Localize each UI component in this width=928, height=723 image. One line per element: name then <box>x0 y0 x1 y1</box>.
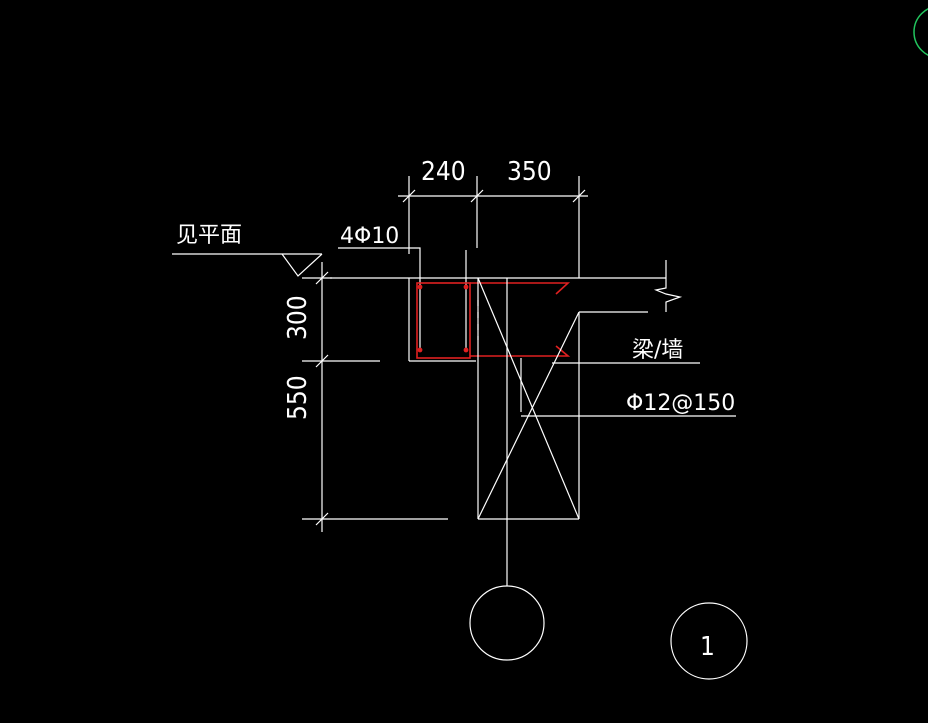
rebar-cage: 4Φ10 <box>340 224 571 359</box>
axis-bubble <box>469 585 545 661</box>
dim-550: 550 <box>283 375 313 420</box>
label-see-plan: 见平面 <box>176 223 242 248</box>
side-dimension: 300 550 <box>283 262 448 532</box>
label-stirrup: Φ12@150 <box>626 391 735 416</box>
dim-350: 350 <box>507 157 552 187</box>
right-labels: 梁/墙 Φ12@150 <box>521 338 736 417</box>
label-beam-wall: 梁/墙 <box>632 338 683 363</box>
corner-circle <box>913 8 928 56</box>
beam-section <box>330 247 666 362</box>
top-dimension: 240 350 <box>398 157 588 278</box>
detail-marker: 1 <box>670 602 748 680</box>
dim-240: 240 <box>421 157 466 187</box>
level-marker: 见平面 <box>172 223 323 277</box>
dim-300: 300 <box>283 295 313 340</box>
wall-section <box>477 260 683 586</box>
detail-number: 1 <box>700 632 715 662</box>
label-top-rebar: 4Φ10 <box>340 224 399 249</box>
